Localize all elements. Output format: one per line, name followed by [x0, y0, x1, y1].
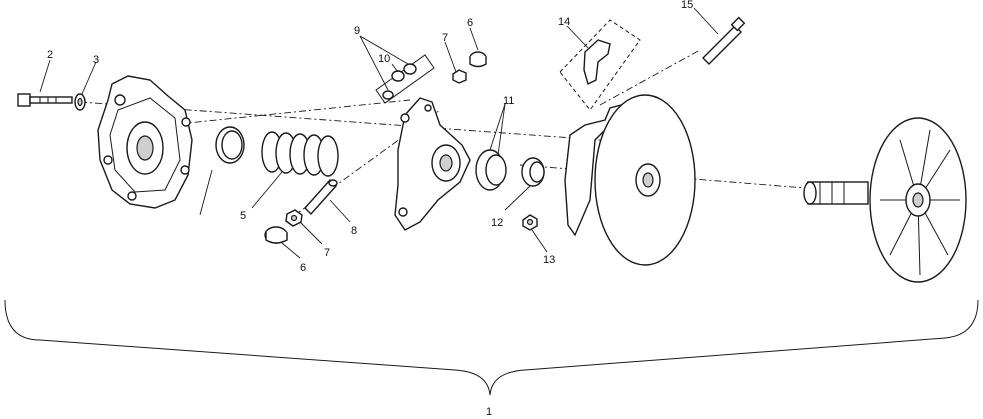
- upper-hardware-group: [375, 51, 487, 104]
- fixed-sheave-part: [803, 117, 967, 283]
- spring-part: [261, 131, 339, 177]
- callout-9: 9: [354, 25, 360, 37]
- leader-lines: [39, 7, 719, 259]
- callout-5: 5: [240, 210, 246, 222]
- roller-weight-part: [559, 19, 641, 111]
- movable-sheave-part: [564, 94, 696, 266]
- callout-8: 8: [351, 225, 357, 237]
- bolt-part: [17, 93, 73, 107]
- washer-part: [74, 93, 86, 111]
- callout-7-lower: 7: [324, 247, 330, 259]
- bushing-pair-part: [475, 149, 507, 191]
- assembly-brace: [4, 299, 979, 396]
- callout-13: 13: [543, 254, 555, 266]
- callout-12: 12: [491, 217, 503, 229]
- long-bolt-part: [702, 16, 746, 65]
- callout-6-lower: 6: [300, 262, 306, 274]
- callout-14: 14: [558, 16, 570, 28]
- callout-1: 1: [486, 406, 492, 418]
- callout-3: 3: [93, 54, 99, 66]
- cover-plate-part: [97, 75, 193, 209]
- callout-15: 15: [681, 0, 693, 11]
- callout-7-upper: 7: [442, 32, 448, 44]
- spider-housing-part: [394, 97, 471, 231]
- ring-spacer-part: [215, 126, 245, 164]
- grease-fitting-part: [522, 214, 538, 231]
- lower-nut-part: [285, 209, 303, 227]
- lower-cap-part: [264, 226, 288, 244]
- callout-2: 2: [47, 49, 53, 61]
- small-ring-part: [521, 157, 545, 187]
- callout-11: 11: [503, 95, 514, 107]
- callout-10: 10: [378, 53, 390, 65]
- callout-labels: 1 2 3 5 6 6 7 7 8 9 10 11 12 13 14 15: [47, 0, 693, 418]
- callout-6-upper: 6: [467, 17, 473, 29]
- pin-part: [304, 178, 338, 216]
